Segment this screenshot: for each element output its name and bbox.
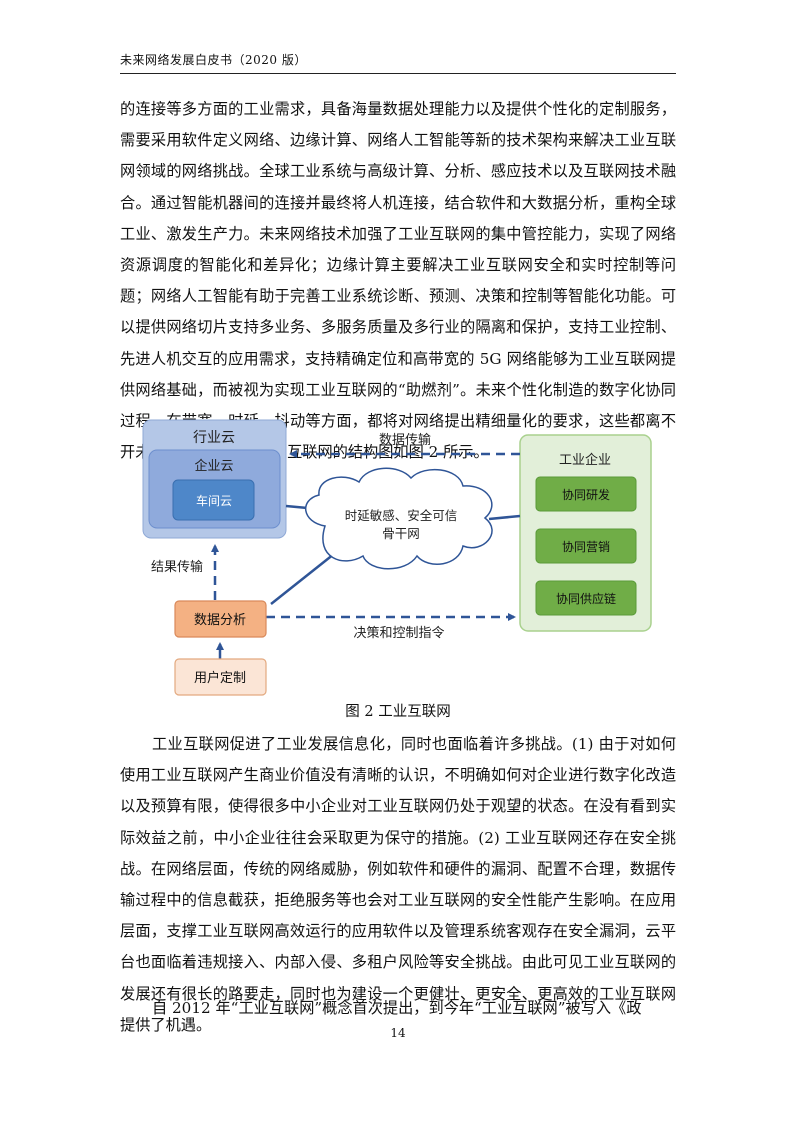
data-transfer-label: 数据传输 xyxy=(379,432,431,448)
industrial-internet-diagram: 行业云 企业云 车间云 工业企业 协同研发 协同营销 协同供应链 时延敏感、安全… xyxy=(142,419,652,696)
link-network-to-analysis xyxy=(270,549,340,605)
collab-marketing-box xyxy=(535,528,637,564)
collab-supply-box xyxy=(535,580,637,616)
link-network-to-enterprise xyxy=(488,514,521,521)
body-paragraph-2: 工业互联网促进了工业发展信息化，同时也面临着许多挑战。(1) 由于对如何使用工业… xyxy=(120,735,676,1034)
enterprise-cloud-label: 企业云 xyxy=(194,458,233,474)
collab-rd-box xyxy=(535,476,637,512)
collab-supply-label: 协同供应链 xyxy=(556,591,616,606)
industry-cloud-label: 行业云 xyxy=(193,430,235,446)
body-paragraph-3: 自 2012 年“工业互联网”概念首次提出，到今年“工业互联网”被写入《政 xyxy=(152,999,642,1017)
user-custom-label: 用户定制 xyxy=(194,670,246,686)
workshop-cloud-box xyxy=(172,479,255,521)
page-number: 14 xyxy=(390,1026,406,1040)
running-header: 未来网络发展白皮书（2020 版） xyxy=(120,51,676,74)
industrial-enterprise-label: 工业企业 xyxy=(559,452,611,468)
backbone-network-cloud xyxy=(304,467,493,570)
user-custom-box xyxy=(174,658,267,696)
figure-caption: 图 2 工业互联网 xyxy=(345,704,451,720)
body-paragraph-1: 的连接等多方面的工业需求，具备海量数据处理能力以及提供个性化的定制服务，需要采用… xyxy=(120,100,676,462)
backbone-network-line2: 骨干网 xyxy=(382,526,420,541)
data-analysis-label: 数据分析 xyxy=(194,613,246,628)
data-analysis-box xyxy=(174,600,267,638)
collab-rd-label: 协同研发 xyxy=(562,487,610,502)
workshop-cloud-label: 车间云 xyxy=(196,493,232,508)
backbone-network-line1: 时延敏感、安全可信 xyxy=(345,508,458,523)
decision-control-label: 决策和控制指令 xyxy=(353,625,444,641)
result-transfer-label: 结果传输 xyxy=(151,559,203,575)
collab-marketing-label: 协同营销 xyxy=(562,539,610,554)
